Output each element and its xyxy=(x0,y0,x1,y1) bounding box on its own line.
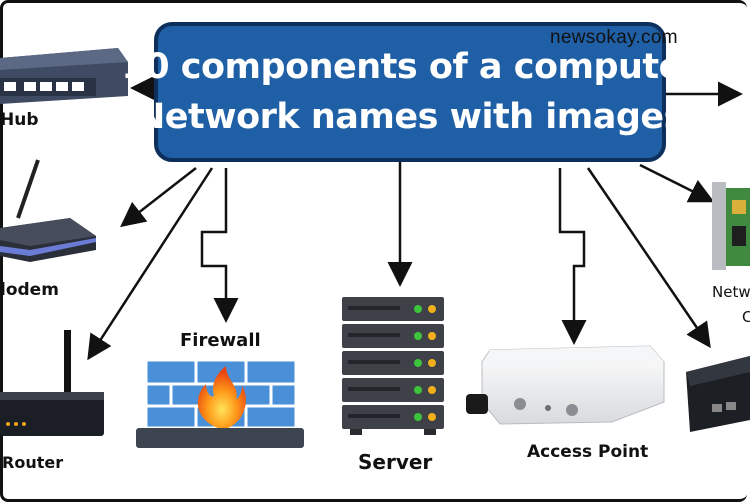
label-router: Router xyxy=(2,453,64,472)
watermark: newsokay.com xyxy=(550,27,678,48)
network-card-icon xyxy=(712,182,750,270)
router-icon xyxy=(0,330,104,436)
title-line-2: Network names with images xyxy=(136,97,685,137)
title-box: 10 components of a computer Network name… xyxy=(121,22,699,162)
label-modem: lodem xyxy=(0,280,59,300)
access-point-icon xyxy=(466,345,665,425)
label-hub: Hub xyxy=(0,110,39,130)
label-network-card-line2: C xyxy=(742,308,750,326)
connector-arrows xyxy=(87,75,743,361)
arrow-to-access-point xyxy=(558,168,587,345)
arrow-to-router xyxy=(87,167,214,361)
modem-icon xyxy=(0,159,96,262)
arrow-to-modem xyxy=(120,167,197,228)
label-server: Server xyxy=(358,450,433,474)
firewall-icon xyxy=(136,358,304,448)
arrow-to-switch xyxy=(586,167,711,349)
server-icon xyxy=(342,297,444,435)
title-line-1: 10 components of a computer xyxy=(121,47,699,87)
label-firewall: Firewall xyxy=(180,330,261,351)
arrow-to-firewall xyxy=(200,168,239,323)
switch-icon xyxy=(686,356,750,432)
label-network-card-line1: Netw xyxy=(712,283,750,301)
label-access-point: Access Point xyxy=(527,442,649,462)
arrow-to-network-card xyxy=(639,163,715,203)
hub-icon xyxy=(0,48,128,104)
